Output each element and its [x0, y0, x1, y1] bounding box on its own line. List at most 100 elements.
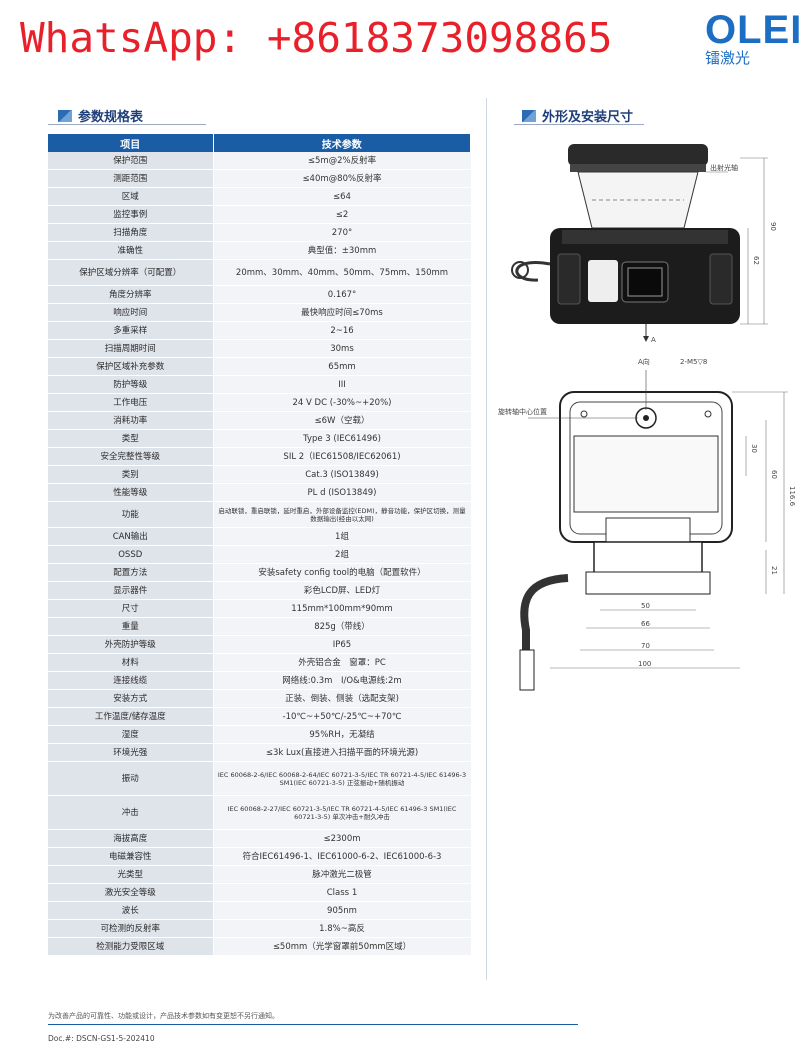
whatsapp-banner: WhatsApp: +8618373098865	[20, 14, 613, 62]
row-item: 响应时间	[48, 303, 214, 322]
table-row: 工作温度/储存温度-10℃~+50℃/-25℃~+70℃	[48, 707, 471, 726]
footer-line	[48, 1024, 578, 1025]
row-value: Cat.3 (ISO13849)	[213, 465, 471, 484]
row-value: 905nm	[213, 901, 471, 920]
row-value: 270°	[213, 223, 471, 242]
row-item: 保护区域补充参数	[48, 357, 214, 376]
row-item: 材料	[48, 653, 214, 672]
dim-66: 66	[641, 620, 650, 628]
row-value: ≤2300m	[213, 829, 471, 848]
row-value: 脉冲激光二极管	[213, 865, 471, 884]
row-item: 消耗功率	[48, 411, 214, 430]
row-value: Class 1	[213, 883, 471, 902]
row-item: 类别	[48, 465, 214, 484]
table-row: 显示器件彩色LCD屏、LED灯	[48, 581, 471, 600]
row-item: 振动	[48, 761, 214, 796]
row-item: CAN输出	[48, 527, 214, 546]
section-mark-icon	[522, 109, 536, 122]
row-item: 扫描周期时间	[48, 339, 214, 358]
table-row: 材料外壳铝合金 窗罩：PC	[48, 653, 471, 672]
row-item: 重量	[48, 617, 214, 636]
row-item: 性能等级	[48, 483, 214, 502]
row-item: 光类型	[48, 865, 214, 884]
table-row: 连接线缆网络线:0.3m I/O&电源线:2m	[48, 671, 471, 690]
section-underline	[48, 124, 206, 125]
dim-21: 21	[770, 566, 778, 575]
side-view: A 90 62 出射光轴	[511, 144, 777, 344]
row-item: 环境光强	[48, 743, 214, 762]
top-cap	[568, 144, 708, 166]
row-value: 115mm*100mm*90mm	[213, 599, 471, 618]
table-row: 检测能力受限区域≤50mm（光学窗罩前50mm区域）	[48, 937, 471, 956]
row-item: 配置方法	[48, 563, 214, 582]
row-item: 连接线缆	[48, 671, 214, 690]
row-item: 区域	[48, 187, 214, 206]
dimension-drawing: A 90 62 出射光轴 A向 2-M5▽8 旋转轴中心位置 116.6 6	[498, 144, 796, 691]
row-item: 激光安全等级	[48, 883, 214, 902]
table-row: 安装方式正装、倒装、侧装（选配支架)	[48, 689, 471, 708]
row-value: ≤2	[213, 205, 471, 224]
row-value: ≤40m@80%反射率	[213, 169, 471, 188]
row-value: IEC 60068-2-6/IEC 60068-2-64/IEC 60721-3…	[213, 761, 471, 796]
row-value: 最快响应时间≤70ms	[213, 303, 471, 322]
row-item: 工作电压	[48, 393, 214, 412]
row-value: 正装、倒装、侧装（选配支架)	[213, 689, 471, 708]
cable-loop	[515, 261, 551, 282]
table-row: 区域≤64	[48, 187, 471, 206]
dim-30: 30	[750, 444, 758, 453]
row-value: 0.167°	[213, 285, 471, 304]
dims-section-title: 外形及安装尺寸	[514, 106, 644, 125]
column-divider	[486, 98, 487, 980]
label-a: A	[651, 336, 656, 344]
row-value: ≤3k Lux(直接进入扫描平面的环境光源)	[213, 743, 471, 762]
row-value: ≤5m@2%反射率	[213, 152, 471, 170]
row-value: 95%RH，无凝结	[213, 725, 471, 744]
spec-title-text: 参数规格表	[78, 110, 144, 125]
row-value: 65mm	[213, 357, 471, 376]
front-window	[573, 435, 719, 513]
row-value: IEC 60068-2-27/IEC 60721-3-5/IEC TR 6072…	[213, 795, 471, 830]
spec-section-title: 参数规格表	[48, 106, 206, 125]
row-item: 海拔高度	[48, 829, 214, 848]
row-value: Type 3 (IEC61496)	[213, 429, 471, 448]
table-row: 环境光强≤3k Lux(直接进入扫描平面的环境光源)	[48, 743, 471, 762]
header-item: 项目	[48, 134, 214, 152]
row-item: 多重采样	[48, 321, 214, 340]
lcd-screen	[627, 267, 663, 297]
doc-number: Doc.#: DSCN-GS1-5-202410	[48, 1034, 155, 1043]
row-value: 彩色LCD屏、LED灯	[213, 581, 471, 600]
row-value: ≤6W（空载）	[213, 411, 471, 430]
row-item: 安装方式	[48, 689, 214, 708]
table-row: 海拔高度≤2300m	[48, 829, 471, 848]
table-row: 功能启动联锁，重启联锁，延时重启，外部设备监控(EDM)，静音功能，保护区切换，…	[48, 501, 471, 528]
row-item: 电磁兼容性	[48, 847, 214, 866]
row-item: 监控事例	[48, 205, 214, 224]
row-item: 保护区域分辨率（可配置）	[48, 259, 214, 286]
table-row: 测距范围≤40m@80%反射率	[48, 169, 471, 188]
row-value: 外壳铝合金 窗罩：PC	[213, 653, 471, 672]
dim-90: 90	[769, 222, 777, 231]
logo-text: OLEI	[705, 8, 800, 52]
front-view: A向 2-M5▽8 旋转轴中心位置 116.6 60 30 21 50 66 7…	[498, 357, 796, 691]
spec-table: 项目 技术参数 保护范围≤5m@2%反射率测距范围≤40m@80%反射率区域≤6…	[48, 134, 471, 956]
row-item: 角度分辨率	[48, 285, 214, 304]
row-item: 扫描角度	[48, 223, 214, 242]
row-value: 2组	[213, 545, 471, 564]
row-item: 波长	[48, 901, 214, 920]
row-value: 30ms	[213, 339, 471, 358]
row-value: 符合IEC61496-1、IEC61000-6-2、IEC61000-6-3	[213, 847, 471, 866]
